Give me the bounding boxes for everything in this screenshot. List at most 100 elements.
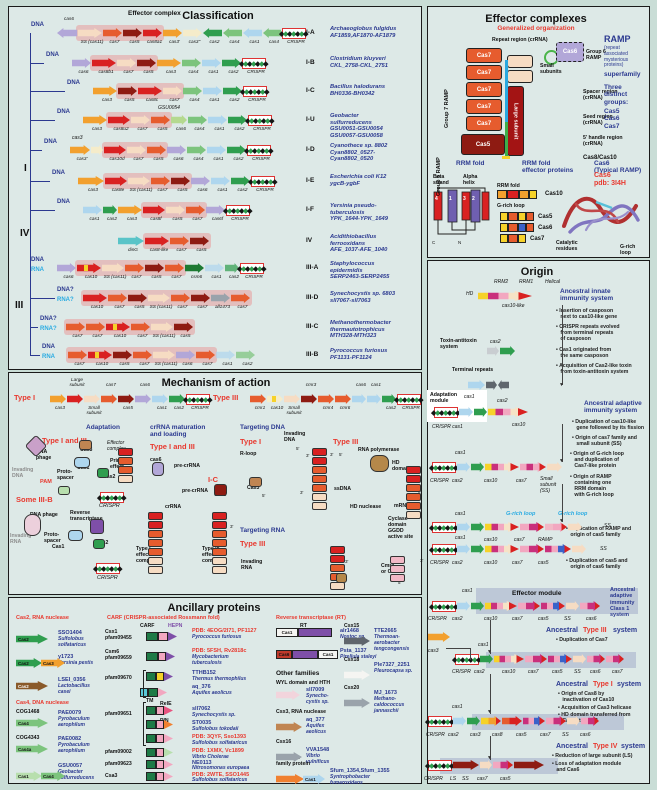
- ancillary-label: RT: [300, 623, 307, 629]
- gene-label: cas5: [157, 126, 168, 131]
- origin-label: Adaptation module: [430, 392, 458, 404]
- gene-label: cas2: [228, 69, 239, 74]
- gene-label: cas5: [129, 39, 140, 44]
- gene-label: cas8e: [111, 187, 125, 192]
- origin-label: • Insertion of casposon next to cas10-li…: [556, 308, 618, 320]
- named-gene-arrow: Cas1: [303, 774, 325, 784]
- gene-arrow: [50, 394, 66, 404]
- origin-label: SS: [564, 616, 571, 622]
- gene-arrow: [480, 654, 493, 664]
- gene-label: cas2: [242, 361, 253, 366]
- gene-label: CRISPR: [247, 69, 265, 74]
- gene-label: cas2: [229, 97, 240, 102]
- crispr-cassette-icon: [245, 115, 275, 126]
- gene-label: cas1: [157, 405, 167, 410]
- gene-label: cas10: [113, 333, 127, 338]
- ancillary-label: Csx1 pfam09455: [105, 629, 132, 641]
- mechanism-label: I-C: [208, 475, 218, 484]
- ancillary-label: LSEI_0356: [58, 677, 86, 683]
- gene-arrow: [104, 145, 126, 155]
- effector-label: pdb: 3I4H: [594, 180, 626, 187]
- gene-arrow: [457, 544, 470, 554]
- ancillary-label: Lactobacillus casei: [58, 683, 90, 695]
- nucleic-acid-label: DNA: [31, 22, 44, 28]
- ancillary-label: Vibrio Cholerae: [192, 754, 229, 760]
- gene-label: cas3: [55, 405, 65, 410]
- gene-arrow: [170, 236, 189, 246]
- ancillary-label: Sulfolobus solfataricus: [58, 636, 87, 648]
- gene-label: cas5: [119, 361, 130, 366]
- effector-complex-stack: [330, 546, 345, 590]
- origin-label: Small subunit (SS): [540, 476, 557, 494]
- gene-arrow: [502, 716, 522, 726]
- gene-label: cas1: [209, 97, 220, 102]
- origin-label: • Reduction of large subunit (LS): [552, 753, 633, 759]
- mechanism-label: DNA phage: [36, 449, 52, 461]
- gene-arrow: [108, 293, 127, 303]
- named-gene-arrow: [344, 698, 370, 708]
- gene-arrow: [163, 28, 182, 38]
- effector-label: 2: [472, 196, 475, 202]
- origin-label: Effector module: [512, 590, 562, 597]
- classification-label: I: [24, 163, 27, 174]
- origin-label: • Cas1 originated from the same casposon: [556, 347, 612, 359]
- effector-label: RRM fold effector proteins: [522, 160, 574, 175]
- subtype-label: I-U: [306, 116, 315, 123]
- domain-bar: [140, 688, 167, 697]
- organism-label: Bacillus halodurans BH0336-BH0342: [330, 84, 386, 97]
- origin-label: cas10: [484, 537, 498, 543]
- mechanism-label: Adaptation: [86, 424, 120, 431]
- protein-blob: [370, 455, 389, 472]
- ancillary-label: Methano- caldococcus jannaschii: [374, 696, 405, 714]
- gene-arrow: [128, 176, 150, 186]
- gene-arrow: [520, 462, 546, 472]
- nucleic-acid-label: DNA: [31, 257, 44, 263]
- tree-branch: [30, 327, 38, 329]
- protein-blob: [58, 486, 70, 495]
- gene-label: cmr1: [254, 405, 266, 410]
- effector-label: Alpha helix: [463, 174, 478, 186]
- effector-label: Three distinct groups:: [604, 84, 629, 106]
- effector-complex-stack: [148, 512, 163, 574]
- gene-label: cas7: [157, 187, 168, 192]
- origin-label: cas1: [455, 450, 466, 456]
- origin-label: cas6: [580, 732, 591, 738]
- crispr-cassette-icon: [429, 462, 459, 473]
- named-gene-arrow: Cas4: [16, 718, 48, 728]
- subtype-label: III-A: [306, 264, 319, 271]
- origin-label: G-rich loop: [558, 511, 588, 517]
- gene-arrow: [545, 544, 571, 554]
- ancillary-label: PDB: 5FSH, Rv2818c: [192, 648, 247, 654]
- gene-label: cas7: [137, 333, 148, 338]
- origin-label: • Origin of RAMP containing one RRM doma…: [570, 474, 614, 498]
- origin-label: cas10-like: [502, 303, 525, 309]
- gene-arrow: [185, 263, 204, 273]
- mechanism-label: 3': [330, 452, 334, 457]
- gene-label: cas1: [214, 126, 225, 131]
- ancillary-label: COG1468: [16, 709, 40, 715]
- mechanism-label: Targeting DNA: [240, 424, 286, 431]
- origin-label: Toxin-antitoxin system: [440, 338, 477, 350]
- origin-label: cas10: [484, 616, 498, 622]
- tree-branch: [30, 210, 55, 212]
- gene-arrow: [57, 28, 77, 38]
- gene-arrow: [467, 716, 480, 726]
- mechanism-label: Mechanism of action: [161, 377, 271, 389]
- origin-label: SS: [562, 732, 569, 738]
- origin-label: Type IV: [593, 743, 618, 750]
- organism-label: Clostridium kluyveri CKL_2758-CKL_2751: [330, 56, 388, 69]
- bracket: [143, 702, 146, 746]
- effector-label: Repeat region (crRNA): [492, 37, 548, 43]
- mechanism-label: Cas1: [77, 465, 90, 471]
- gene-label: cas2: [229, 274, 239, 279]
- mechanism-label: 5': [296, 446, 300, 451]
- mechanism-label: Cas2: [103, 474, 116, 480]
- origin-label: G-rich loop: [506, 511, 536, 517]
- ancillary-label: Thermoan- aerobacter tengcongensis: [374, 634, 410, 652]
- effector-complex-stack: [406, 466, 421, 519]
- gene-label: cas1: [371, 382, 381, 387]
- protein-blob: [214, 484, 227, 496]
- subtype-label: I-F: [306, 206, 314, 213]
- gene-arrow: [487, 346, 499, 356]
- effector-label: RRM fold: [497, 183, 520, 189]
